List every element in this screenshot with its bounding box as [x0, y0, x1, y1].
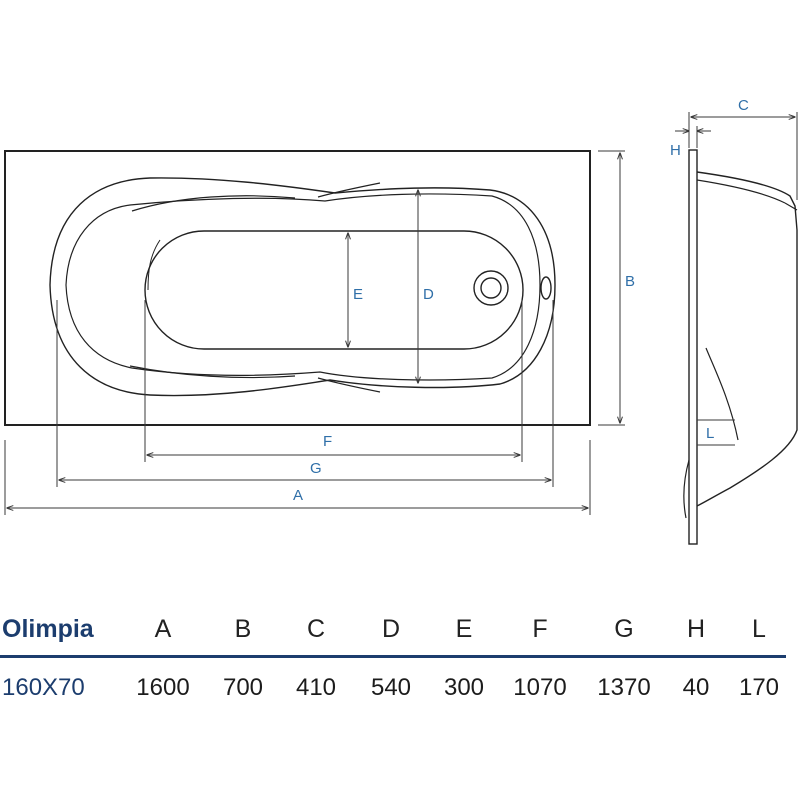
- side-dimension-labels: C H L: [670, 97, 749, 442]
- drain-inner: [480, 277, 502, 299]
- value-l: 170: [738, 674, 780, 701]
- value-f: 1070: [513, 674, 567, 701]
- tub-outer-rim: [4, 150, 591, 426]
- dim-label-c: C: [738, 97, 749, 114]
- dim-label-f: F: [323, 433, 332, 450]
- header-h: H: [686, 615, 706, 643]
- dim-label-b: B: [625, 273, 635, 290]
- value-d: 540: [370, 674, 412, 701]
- side-view: [683, 149, 798, 545]
- armrest-bottom-curve: [317, 377, 381, 393]
- dim-label-d: D: [423, 286, 434, 303]
- value-g: 1370: [597, 674, 651, 701]
- basin-bottom: [144, 230, 524, 350]
- side-basin-curve: [705, 347, 739, 441]
- basin-ledge-contour: [65, 193, 541, 381]
- plan-dimensions: [4, 150, 625, 515]
- side-tub-profile-outer: [696, 171, 798, 507]
- side-tub-profile-inner: [696, 179, 786, 204]
- dim-label-a: A: [293, 487, 303, 504]
- armrest-top-curve: [317, 182, 381, 198]
- header-f: F: [532, 615, 548, 643]
- backrest-line-top: [131, 195, 296, 212]
- drain-outer: [473, 270, 509, 306]
- header-a: A: [154, 615, 172, 643]
- value-c: 410: [295, 674, 337, 701]
- basin-bottom-inner-line: [147, 239, 161, 291]
- side-rim-edge: [784, 202, 798, 211]
- table-divider: [0, 655, 786, 658]
- dimension-table: Olimpia A B C D E F G H L 160X70 1600 70…: [0, 610, 800, 710]
- backrest-line-bottom: [129, 365, 296, 379]
- dim-label-l: L: [706, 425, 714, 442]
- plan-dimension-labels: E D B F G A: [293, 273, 635, 504]
- dim-label-e: E: [353, 286, 363, 303]
- value-h: 40: [682, 674, 710, 701]
- value-b: 700: [222, 674, 264, 701]
- side-rim-plate: [688, 149, 698, 545]
- header-l: L: [752, 615, 766, 643]
- model-size: 160X70: [2, 674, 85, 701]
- header-e: E: [455, 615, 473, 643]
- side-foot-curve: [683, 459, 690, 519]
- model-name: Olimpia: [2, 615, 94, 643]
- value-e: 300: [443, 674, 485, 701]
- plan-view: [4, 150, 591, 426]
- header-b: B: [234, 615, 252, 643]
- header-d: D: [381, 615, 401, 643]
- value-a: 1600: [136, 674, 190, 701]
- side-dimensions: [675, 112, 798, 446]
- bathtub-technical-drawing: E D B F G A C H L: [4, 97, 798, 545]
- overflow-outlet: [540, 276, 552, 300]
- header-c: C: [306, 615, 326, 643]
- header-g: G: [614, 615, 634, 643]
- dim-label-h: H: [670, 142, 681, 159]
- basin-outer-contour: [49, 177, 556, 397]
- dim-label-g: G: [310, 460, 322, 477]
